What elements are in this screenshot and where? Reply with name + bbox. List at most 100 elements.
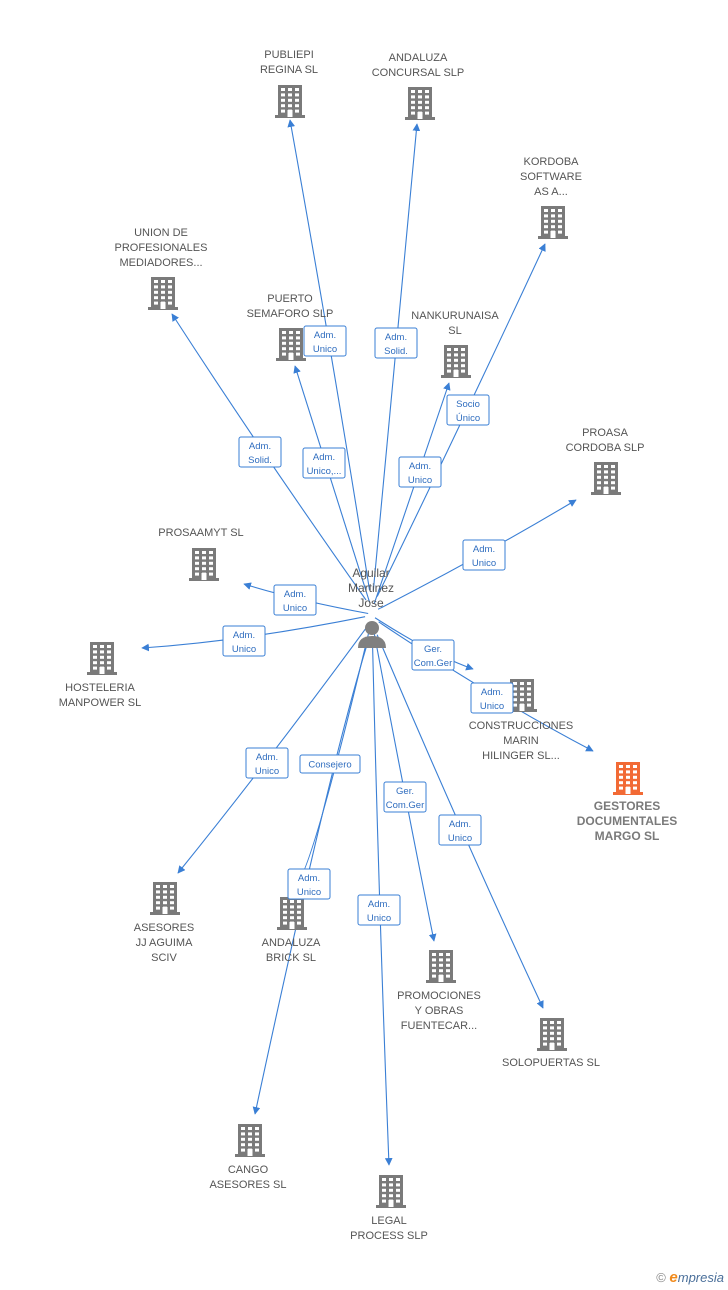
edge-label-prosaamyt[interactable]: Adm.Unico: [273, 584, 317, 616]
company-name-line: PROCESS SLP: [350, 1230, 428, 1242]
edge-label-promociones[interactable]: Ger.Com.Ger: [383, 781, 427, 813]
edge-label-text: Consejero: [308, 760, 351, 771]
company-name-line: ANDALUZA: [262, 937, 321, 949]
company-name-line: UNION DE: [134, 227, 188, 239]
building-icon: [507, 679, 537, 712]
building-icon: [538, 206, 568, 239]
edge-label-text: Adm. Unico: [448, 819, 472, 844]
building-icon: [591, 462, 621, 495]
edge-label-text: Adm.Unico: [255, 752, 279, 777]
edge-label-union-profesionales[interactable]: Adm.Solid.: [238, 436, 282, 468]
edge-label-text: Adm.Solid.: [248, 441, 272, 466]
edge-label-text-line: Unico: [297, 887, 321, 898]
person-name-line: Martinez: [348, 581, 394, 595]
company-node-proasa[interactable]: PROASA CORDOBA SLP: [566, 427, 645, 495]
edge-label-text-line: Unico: [283, 603, 307, 614]
edge-label-text-line: Ger.: [424, 644, 442, 655]
building-icon: [150, 882, 180, 915]
edge-label-nankurunaisa[interactable]: Adm.Unico: [398, 456, 442, 488]
edge-label-text-line: Unico: [480, 701, 504, 712]
edge-label-text: Ger.Com.Ger: [386, 786, 425, 811]
edge-label-text-line: Unico: [448, 833, 472, 844]
company-node-prosaamyt[interactable]: PROSAAMYT SL: [158, 527, 244, 581]
building-icon: [537, 1018, 567, 1051]
edge-label-text-line: Unico,...: [307, 466, 342, 477]
edge-label-andaluza-concursal[interactable]: Adm.Solid.: [374, 327, 418, 359]
edge-label-text: Adm.Unico: [408, 461, 432, 486]
company-node-hosteleria[interactable]: HOSTELERIA MANPOWER SL: [59, 642, 142, 709]
company-node-solopuertas[interactable]: SOLOPUERTAS SL: [502, 1018, 600, 1069]
edge-label-text-line: Socio: [456, 399, 480, 410]
edge-label-text-line: Adm.: [249, 441, 271, 452]
company-name-line: HOSTELERIA: [65, 682, 135, 694]
company-name-line: SEMAFORO SLP: [247, 308, 334, 320]
edge-andaluza-concursal: [372, 123, 421, 591]
brand-initial: e: [669, 1269, 678, 1286]
edge-label-cango[interactable]: Consejero: [299, 754, 361, 774]
edge-label-text-line: Unico: [472, 558, 496, 569]
edge-label-text-line: Unico: [232, 644, 256, 655]
edge-label-text-line: Unico: [313, 344, 337, 355]
company-name-line: FUENTECAR...: [401, 1020, 477, 1032]
company-name-line: ASESORES SL: [209, 1179, 286, 1191]
edge-label-publiepi[interactable]: Adm.Unico: [303, 325, 347, 357]
edge-label-text: Ger. Com.Ger: [414, 644, 453, 669]
edge-label-text-line: Adm.: [449, 819, 471, 830]
company-node-puerto-semaforo[interactable]: PUERTO SEMAFORO SLP: [247, 293, 334, 361]
company-name-line: PUERTO: [267, 293, 313, 305]
company-name: PUERTO SEMAFORO SLP: [247, 293, 334, 320]
edge-label-text-line: Ger.: [396, 786, 414, 797]
building-icon: [235, 1124, 265, 1157]
company-name-line: AS A...: [534, 186, 568, 198]
edge-label-construcciones-marin[interactable]: Ger. Com.Ger: [411, 639, 455, 671]
company-name-line: PUBLIEPI: [264, 49, 314, 61]
edge-label-solopuertas[interactable]: Adm. Unico: [438, 814, 482, 846]
copyright-symbol: ©: [656, 1270, 666, 1285]
edge-label-hosteleria[interactable]: Adm.Unico: [222, 625, 266, 657]
company-name-line: PROMOCIONES: [397, 990, 481, 1002]
edge-label-proasa[interactable]: Adm. Unico: [462, 539, 506, 571]
company-name: PROASA CORDOBA SLP: [566, 427, 645, 454]
company-name-line: PROSAAMYT SL: [158, 527, 243, 539]
edge-label-text-line: Adm.: [298, 873, 320, 884]
company-name-line: CORDOBA SLP: [566, 442, 645, 454]
edge-label-legal-process[interactable]: Adm.Unico: [357, 894, 401, 926]
building-icon: [405, 87, 435, 120]
company-name-line: ANDALUZA: [389, 52, 448, 64]
company-name-line: PROASA: [582, 427, 629, 439]
edge-label-text-line: Adm.: [473, 544, 495, 555]
building-icon: [613, 762, 643, 795]
edge-label-gestores-documentales[interactable]: Adm.Unico: [470, 682, 514, 714]
company-name-line: DOCUMENTALES: [577, 814, 677, 828]
building-icon: [277, 897, 307, 930]
edge-label-puerto-semaforo[interactable]: Adm. Unico,...: [302, 447, 346, 479]
building-icon: [276, 328, 306, 361]
edge-label-andaluza-brick[interactable]: Adm. Unico: [287, 868, 331, 900]
company-name-line: MANPOWER SL: [59, 697, 142, 709]
edge-label-text-line: Adm.: [385, 332, 407, 343]
company-name-line: MARIN: [503, 735, 539, 747]
person-icon: [358, 621, 386, 648]
company-name-line: SCIV: [151, 952, 177, 964]
edge-label-text-line: Com.Ger: [414, 658, 453, 669]
edge-label-text-line: Adm.: [313, 452, 335, 463]
edge-label-asesores-jj[interactable]: Adm.Unico: [245, 747, 289, 779]
